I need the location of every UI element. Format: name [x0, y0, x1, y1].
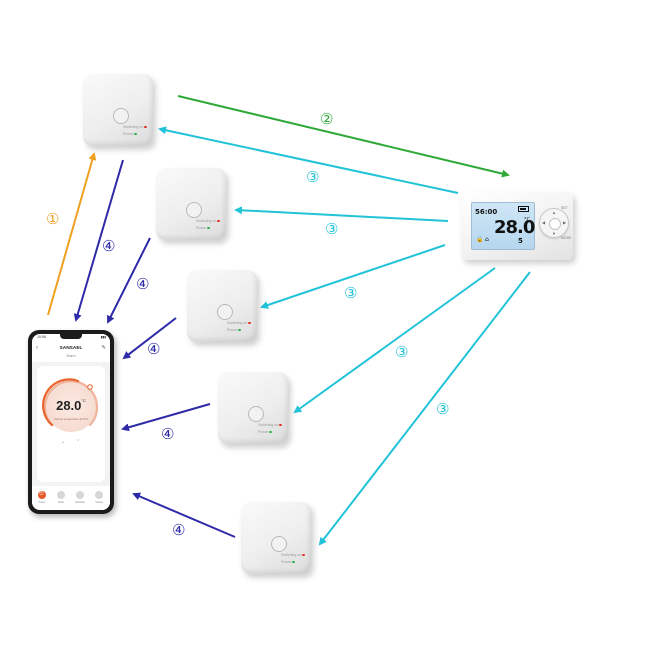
- notch: [60, 334, 82, 339]
- receiver-power-label: Power: [227, 328, 238, 332]
- receiver-4: Switching on Power: [218, 372, 288, 444]
- left-icon[interactable]: ◀: [542, 220, 546, 225]
- receiver-status-label: Switching on: [227, 321, 248, 325]
- receiver-status-label: Switching on: [123, 125, 144, 129]
- schedule-icon[interactable]: [76, 491, 84, 499]
- pairing-button[interactable]: [271, 536, 287, 552]
- arrow-step4-r4: [121, 403, 211, 432]
- power-led-icon: [134, 132, 137, 136]
- arrow-step4-r2: [107, 237, 151, 324]
- bottom-nav: Power Mode Schedule Setting: [32, 486, 110, 510]
- current-temperature: Current temperature 22.5°C: [53, 417, 89, 421]
- step3-label: ③: [306, 168, 320, 186]
- step1-label: ①: [46, 210, 60, 228]
- receiver-power-label: Power: [281, 560, 292, 564]
- status-led-icon: [302, 553, 305, 557]
- power-led-icon: [269, 430, 272, 434]
- arrow-step4-r1: [73, 159, 124, 322]
- decrease-icon[interactable]: ⌄: [61, 439, 66, 445]
- receiver-power-label: Power: [258, 430, 269, 434]
- app-bar: ‹ SANSAEL Warm ✎: [32, 342, 110, 362]
- status-led-icon: [248, 321, 251, 325]
- step4-label: ④: [161, 425, 175, 443]
- receiver-status-label: Switching on: [281, 553, 302, 557]
- status-time: 10:06: [37, 335, 46, 339]
- arrow-step4-r5: [132, 492, 236, 538]
- step3-label: ③: [344, 284, 358, 302]
- house-icon: ⌂: [485, 236, 489, 243]
- power-led-icon: [238, 328, 241, 332]
- pairing-button[interactable]: [186, 202, 202, 218]
- step4-label: ④: [147, 340, 161, 358]
- nav-label: Power: [38, 501, 46, 504]
- increase-icon[interactable]: ⌃: [76, 439, 81, 445]
- arrow-step3-r2: [234, 206, 449, 222]
- receiver-power-label: Power: [196, 226, 207, 230]
- smartphone: 10:06 ▮▮▮ ‹ SANSAEL Warm ✎ 28.0°C Curren…: [28, 330, 114, 514]
- arrow-step3-r4: [293, 267, 496, 414]
- thermostat-unit: °C: [524, 217, 530, 223]
- arrow-step1: [47, 152, 97, 316]
- edit-icon[interactable]: ✎: [101, 345, 106, 351]
- thermostat-temperature: 28.0: [494, 217, 535, 238]
- pairing-button[interactable]: [248, 406, 264, 422]
- receiver-5: Switching on Power: [241, 502, 311, 574]
- nav-label: Mode: [58, 501, 64, 504]
- receiver-3: Switching on Power: [187, 270, 257, 342]
- step4-label: ④: [172, 521, 186, 539]
- app-screen: 10:06 ▮▮▮ ‹ SANSAEL Warm ✎ 28.0°C Curren…: [32, 334, 110, 510]
- pairing-button[interactable]: [113, 108, 129, 124]
- right-icon[interactable]: ▶: [563, 220, 567, 225]
- arrow-step2: [177, 95, 510, 178]
- pairing-button[interactable]: [217, 304, 233, 320]
- arrow-step3-r1: [158, 126, 459, 194]
- status-bar: 10:06 ▮▮▮: [32, 334, 110, 342]
- power-led-icon: [207, 226, 210, 230]
- receiver-2: Switching on Power: [156, 168, 226, 240]
- app-title: SANSAEL: [59, 346, 83, 351]
- back-icon[interactable]: ‹: [36, 345, 38, 351]
- status-led-icon: [144, 125, 147, 129]
- ok-button[interactable]: [549, 218, 561, 230]
- set-key-label: SET: [561, 206, 568, 210]
- step2-label: ②: [320, 110, 334, 128]
- thermostat-clock: 56:00: [475, 208, 498, 216]
- thermostat-display: 56:00 28.0 °C 🔒 ⌂ 5: [471, 202, 535, 250]
- receiver-power-label: Power: [123, 132, 134, 136]
- arrow-step4-r3: [122, 317, 177, 360]
- step4-label: ④: [136, 275, 150, 293]
- arrow-step3-r5: [318, 271, 531, 546]
- dial-ring: [42, 378, 99, 427]
- down-icon[interactable]: ▼: [552, 231, 556, 236]
- arrow-step3-r3: [260, 244, 446, 309]
- step3-label: ③: [395, 343, 409, 361]
- settings-icon[interactable]: [95, 491, 103, 499]
- status-led-icon: [217, 219, 220, 223]
- thermostat-program: 5: [518, 237, 523, 245]
- lock-icon: 🔒: [476, 236, 484, 243]
- up-icon[interactable]: ▲: [552, 210, 556, 215]
- receiver-status-label: Switching on: [258, 423, 279, 427]
- step3-label: ③: [325, 220, 339, 238]
- app-subtitle: Warm: [66, 354, 76, 358]
- receiver-1: Switching on Power: [83, 74, 153, 146]
- step4-label: ④: [102, 237, 116, 255]
- setpoint-temperature: 28.0°C: [56, 398, 86, 413]
- battery-icon: [518, 206, 529, 212]
- power-icon[interactable]: [38, 491, 46, 499]
- wireless-thermostat: 56:00 28.0 °C 🔒 ⌂ 5 ▲ ▼ ◀ ▶ SET MODE: [461, 192, 573, 260]
- nav-label: Setting: [95, 501, 103, 504]
- nav-label: Schedule: [75, 501, 85, 504]
- mode-key-label: MODE: [561, 236, 572, 240]
- thermostat-card: 28.0°C Current temperature 22.5°C ⌄ ⌃: [37, 366, 105, 482]
- power-led-icon: [292, 560, 295, 564]
- signal-icon: ▮▮▮: [100, 335, 106, 339]
- step3-label: ③: [436, 400, 450, 418]
- mode-icon[interactable]: [57, 491, 65, 499]
- navigation-pad[interactable]: ▲ ▼ ◀ ▶: [539, 208, 569, 238]
- status-led-icon: [279, 423, 282, 427]
- receiver-status-label: Switching on: [196, 219, 217, 223]
